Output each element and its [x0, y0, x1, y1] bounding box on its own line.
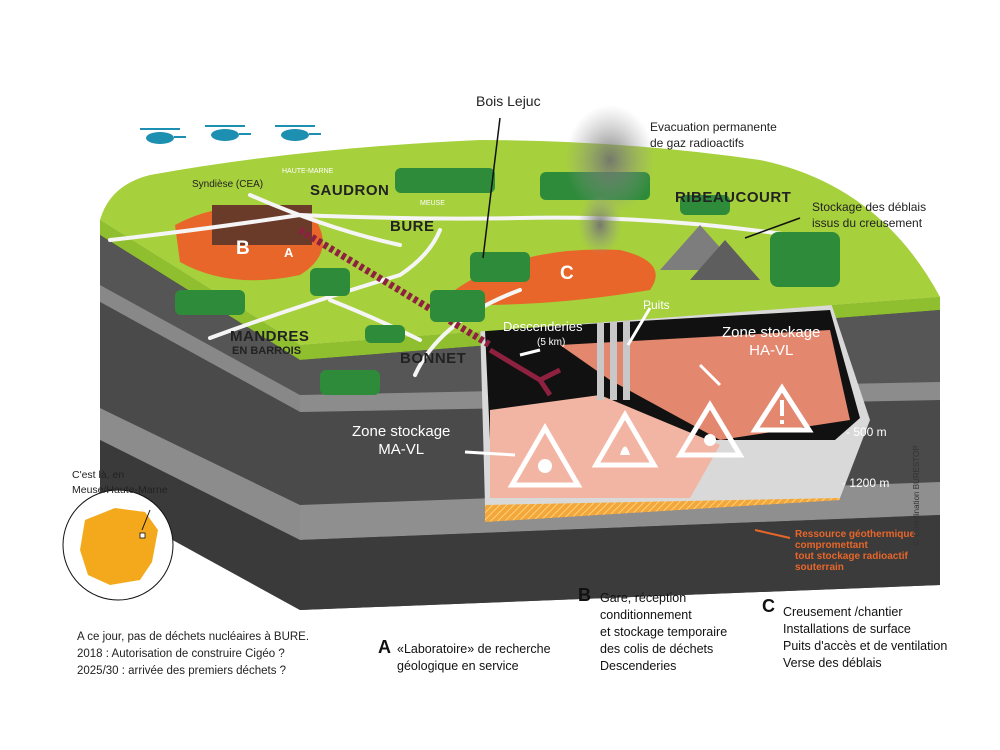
depth-500: - 500 m	[846, 425, 887, 439]
legend-a-letter: A	[378, 637, 391, 657]
roads	[108, 193, 792, 377]
zone-a-letter: A	[284, 245, 294, 260]
legend-b-letter: B	[578, 585, 591, 605]
town-bonnet: BONNET	[400, 350, 467, 367]
explosive-warning-icon	[675, 400, 745, 458]
town-bure: BURE	[390, 218, 435, 235]
left-band-gray	[100, 408, 300, 540]
note-line-3: 2025/30 : arrivée des premiers déchets ?	[77, 665, 287, 677]
legend-a-text: «Laboratoire» de recherche géologique en…	[397, 642, 551, 673]
label-stockage-deblais: Stockage des déblais issus du creusement	[812, 200, 927, 230]
radioactive-warning-icon	[507, 423, 583, 488]
label-descenderies-km: (5 km)	[537, 337, 566, 348]
label-descenderies: Descenderies	[503, 319, 583, 334]
zone-b-letter: B	[236, 238, 250, 259]
zone-c-area	[455, 249, 656, 305]
grass-surface	[100, 140, 940, 345]
danger-warning-icon	[750, 383, 814, 433]
legend-c-letter: C	[762, 596, 775, 616]
left-band-light	[100, 285, 300, 412]
gallery-havl	[560, 330, 850, 440]
label-meuse-road: MEUSE	[420, 200, 445, 207]
front-band-bottom	[300, 515, 940, 610]
town-mandres: MANDRES	[230, 328, 310, 345]
town-saudron: SAUDRON	[310, 182, 390, 199]
map-caption: C'est là, en Meuse/Haute-Marne	[72, 469, 168, 496]
smoke-plume	[565, 105, 655, 215]
map-pointer	[141, 509, 151, 531]
note-line-1: A ce jour, pas de déchets nucléaires à B…	[77, 631, 310, 643]
label-zone-havl: Zone stockage HA-VL	[722, 324, 821, 359]
shaft-2	[610, 290, 617, 400]
geothermal-arrow	[754, 529, 791, 539]
shaft-3	[623, 290, 630, 400]
helicopter-icon	[140, 125, 321, 144]
credit-text: © Coordination BURESTOP	[912, 445, 921, 545]
depth-1200: - 1200 m	[842, 476, 890, 490]
left-band-mid	[100, 302, 300, 505]
geothermal-note: Ressource géothermique compromettant tou…	[795, 529, 916, 573]
spoil-heap-2	[690, 240, 760, 280]
label-puits: Puits	[643, 298, 670, 312]
france-map	[80, 508, 158, 585]
label-bois-lejuc: Bois Lejuc	[476, 93, 541, 109]
legend-b-text: Gare, réception conditionnement et stock…	[600, 591, 728, 673]
label-evacuation: Evacuation permanente de gaz radioactifs	[650, 120, 777, 150]
railway	[298, 227, 492, 348]
forest	[175, 168, 840, 395]
flammable-warning-icon	[591, 410, 659, 468]
label-haute-marne-road: HAUTE-MARNE	[282, 168, 334, 175]
descenderie-tunnel	[488, 347, 562, 397]
smoke-base	[578, 195, 622, 255]
town-ribeaucourt: RIBEAUCOURT	[675, 189, 792, 206]
note-line-2: 2018 : Autorisation de construire Cigéo …	[77, 648, 285, 660]
label-zone-mavl: Zone stockage MA-VL	[352, 423, 451, 458]
label-syndiese: Syndièse (CEA)	[192, 179, 264, 190]
legend-c-text: Creusement /chantier Installations de su…	[783, 605, 948, 670]
annotation-arrows	[482, 117, 801, 259]
map-marker	[139, 532, 146, 539]
white-arrows	[464, 307, 722, 457]
zone-c-letter: C	[560, 263, 574, 284]
town-mandres-sub: EN BARROIS	[232, 345, 302, 357]
shaft-1	[597, 290, 604, 400]
left-band-bottom	[100, 440, 300, 610]
